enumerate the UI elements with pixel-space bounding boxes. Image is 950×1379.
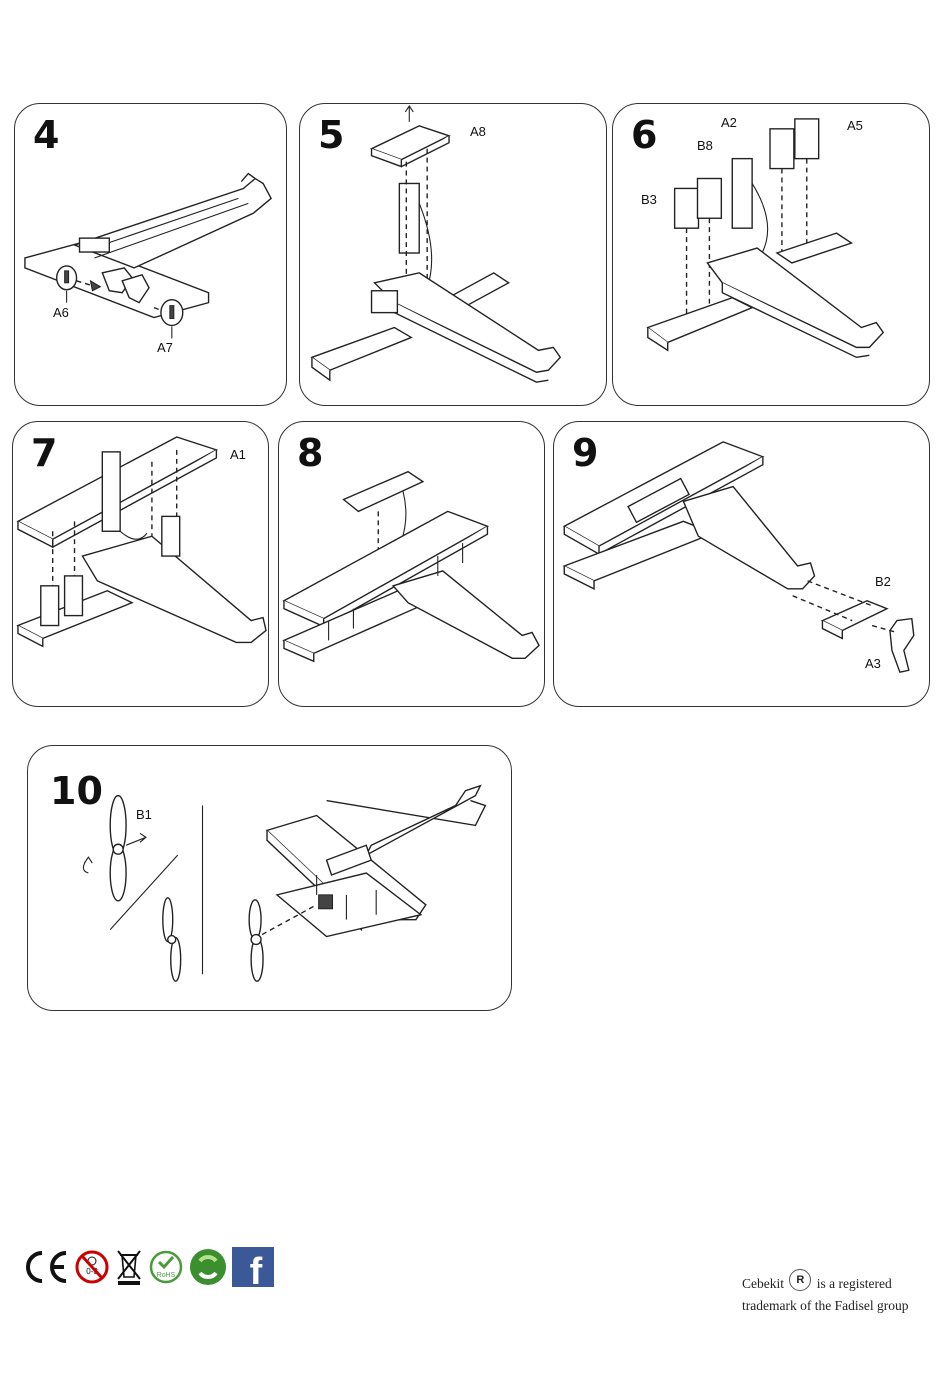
step-5-panel: 5 A8 (299, 103, 607, 406)
part-label-a3: A3 (865, 656, 881, 671)
green-dot-recycle-icon (188, 1247, 228, 1287)
step-10-panel: 10 B1 (27, 745, 512, 1011)
step-8-panel: 8 (278, 421, 545, 707)
certification-icons: 0-3 RoHS f (22, 1246, 274, 1288)
registered-mark-icon: R (789, 1269, 811, 1291)
facebook-icon: f (232, 1247, 274, 1287)
trademark-line-2: trademark of the Fadisel group (742, 1298, 908, 1313)
no-small-children-0-3-icon: 0-3 (74, 1247, 110, 1287)
part-label-a7: A7 (157, 340, 173, 355)
rohs-icon: RoHS (148, 1247, 184, 1287)
step-6-panel: 6 A2 A5 B8 B3 (612, 103, 930, 406)
part-label-a1: A1 (230, 447, 246, 462)
step-7-panel: 7 A1 (12, 421, 269, 707)
ce-mark-icon (22, 1247, 70, 1287)
part-label-a2: A2 (721, 115, 737, 130)
part-label-a8: A8 (470, 124, 486, 139)
svg-text:RoHS: RoHS (157, 1272, 176, 1279)
part-label-b8: B8 (697, 138, 713, 153)
part-label-b2: B2 (875, 574, 891, 589)
step-6-illustration (613, 104, 929, 405)
step-7-illustration (13, 422, 268, 706)
step-4-illustration (15, 104, 286, 405)
step-10-illustration (28, 746, 511, 1010)
weee-bin-icon (114, 1247, 144, 1287)
step-8-illustration (279, 422, 544, 706)
step-5-illustration (300, 104, 606, 405)
brand-name: Cebekit (742, 1276, 784, 1291)
part-label-a5: A5 (847, 118, 863, 133)
part-label-b1: B1 (136, 807, 152, 822)
step-9-panel: 9 B2 A3 (553, 421, 930, 707)
step-4-panel: 4 A6 A7 (14, 103, 287, 406)
part-label-b3: B3 (641, 192, 657, 207)
trademark-line-1: is a registered (817, 1276, 892, 1291)
svg-text:f: f (250, 1251, 263, 1287)
part-label-a6: A6 (53, 305, 69, 320)
trademark-notice: Cebekit R is a registered trademark of t… (742, 1275, 908, 1314)
